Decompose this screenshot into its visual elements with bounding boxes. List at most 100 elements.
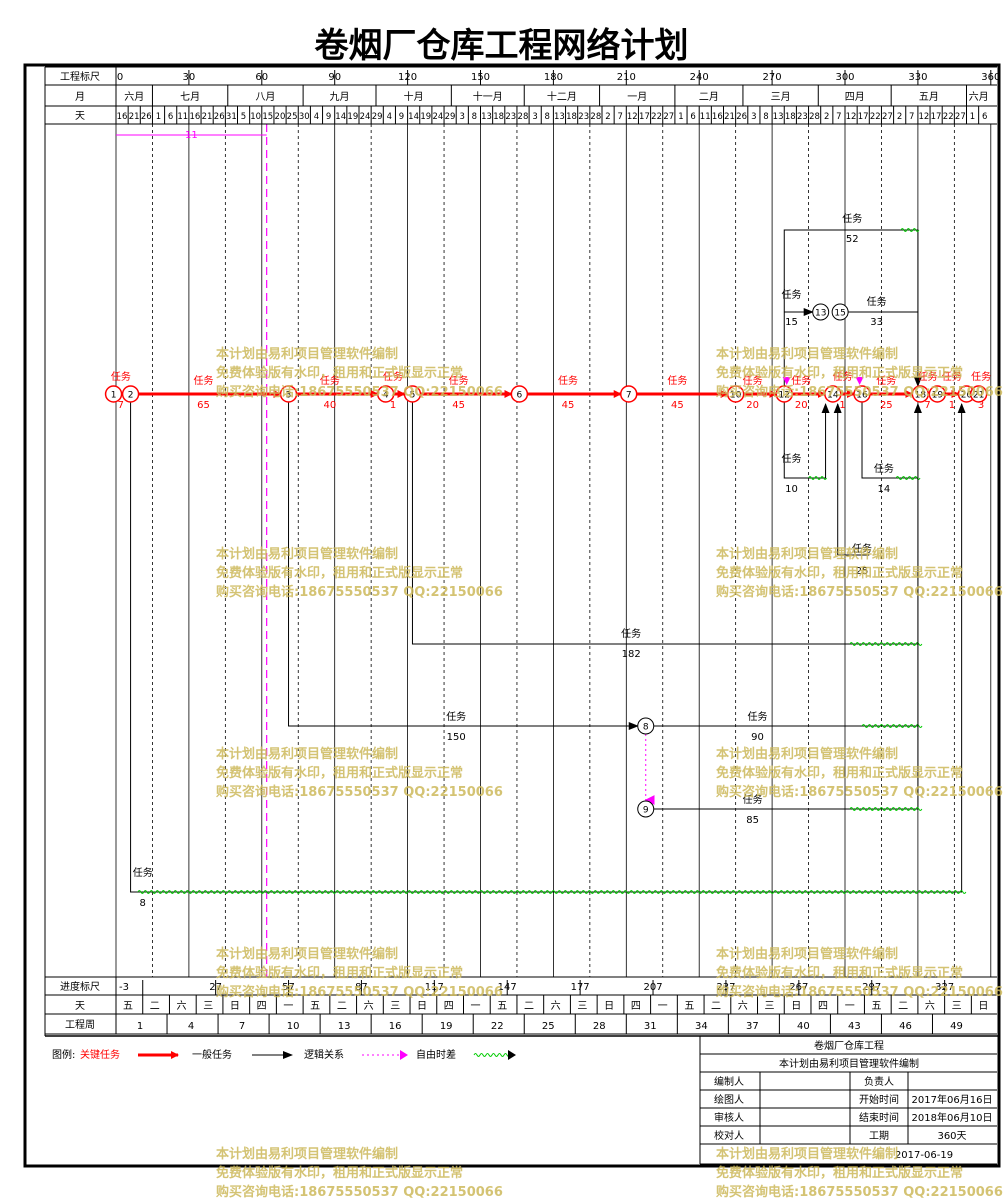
task-name: 任务: [867, 295, 887, 308]
day-number: 21: [202, 112, 213, 122]
weekday-cell: 二: [150, 1001, 160, 1012]
day-number: 21: [724, 112, 735, 122]
day-number: 22: [651, 112, 662, 122]
day-number: 23: [797, 112, 808, 122]
info-field-label: 结束时间: [859, 1111, 899, 1124]
node-label: 13: [815, 309, 826, 319]
day-number: 26: [141, 112, 152, 122]
progress-tick-label: 27: [209, 982, 222, 993]
day-number: 27: [882, 112, 893, 122]
day-number: 7: [836, 112, 841, 122]
month-label-cell: 五月: [919, 91, 939, 103]
node-label: 21: [973, 391, 984, 401]
node-10: [726, 385, 745, 403]
day-number: 28: [518, 112, 529, 122]
day-number: 20: [275, 112, 286, 122]
task-8-arrow: [130, 402, 966, 893]
day-number: 1: [970, 112, 975, 122]
float-wave: [861, 724, 923, 728]
node-14: [824, 385, 842, 403]
progress-tick-label: 177: [571, 982, 590, 993]
day-number: 12: [627, 112, 638, 122]
info-field-label: 开始时间: [859, 1093, 899, 1106]
month-label-cell: 六月: [969, 91, 989, 103]
info-date: 2017-06-19: [895, 1150, 953, 1161]
weekday-cell: 二: [337, 1001, 347, 1012]
task-name: 任务: [874, 462, 894, 475]
day-number: 22: [870, 112, 881, 122]
day-number: 26: [214, 112, 225, 122]
week-cell: 49: [950, 1021, 963, 1032]
task-duration: 10: [785, 484, 798, 495]
week-cell: 34: [695, 1021, 708, 1032]
day-number: 24: [432, 112, 443, 122]
day-number: 11: [177, 112, 188, 122]
task-duration: 52: [846, 234, 859, 245]
critical-task-name: 任务: [193, 374, 213, 387]
day-number: 9: [399, 112, 404, 122]
day-number: 4: [314, 112, 319, 122]
day-number: 13: [773, 112, 784, 122]
month-label-cell: 十月: [404, 90, 424, 103]
float-wave: [849, 642, 923, 646]
weekday-cell: 日: [978, 1001, 988, 1012]
progress-tick-label: 147: [498, 982, 517, 993]
day-number: 27: [955, 112, 966, 122]
critical-task-name: 任务: [918, 370, 938, 383]
task-duration: 14: [878, 484, 891, 495]
month-label-cell: 二月: [699, 91, 719, 103]
node-12: [775, 385, 793, 403]
node-19: [928, 385, 947, 403]
task-name: 任务: [782, 452, 802, 465]
day-number: 6: [690, 112, 695, 122]
day-number: 14: [335, 112, 346, 122]
scale-tick-label: 30: [183, 72, 196, 83]
critical-task-name: 任务: [876, 374, 896, 387]
progress-label: 进度标尺: [60, 980, 100, 993]
weekday-cell: 四: [818, 1001, 828, 1012]
scale-tick-label: 360: [981, 72, 1000, 83]
weekday-cell: 五: [871, 1001, 881, 1012]
day-number: 29: [372, 112, 383, 122]
scale-label: 工程标尺: [60, 71, 100, 83]
critical-task-duration: 3: [978, 400, 984, 411]
node-label: 20: [961, 391, 973, 401]
day-number: 2: [824, 112, 829, 122]
day-number: 14: [408, 112, 419, 122]
progress-tick-label: 117: [425, 982, 444, 993]
node-label: 3: [286, 391, 292, 401]
day-number: 12: [918, 112, 929, 122]
progress-tick-label: 267: [789, 982, 808, 993]
week-cell: 22: [491, 1021, 504, 1032]
month-label-cell: 八月: [255, 91, 275, 103]
week-cell: 37: [746, 1021, 759, 1032]
critical-task-name: 任务: [558, 374, 578, 387]
scale-tick-label: 90: [328, 72, 341, 83]
legend-label: 图例:: [52, 1048, 75, 1061]
day-number: 18: [566, 112, 577, 122]
task-duration: 8: [140, 898, 146, 909]
task-name: 任务: [133, 866, 153, 879]
day-label: 天: [75, 111, 85, 122]
node-label: 10: [730, 391, 742, 401]
critical-task-name: 任务: [383, 370, 403, 383]
week-cell: 1: [137, 1021, 143, 1032]
node-label: 14: [827, 391, 839, 401]
node-label: 5: [410, 391, 416, 401]
critical-task-name: 任务: [833, 370, 853, 383]
info-field-value: 2017年06月16日: [912, 1093, 993, 1106]
day-number: 4: [387, 112, 392, 122]
day-number: 18: [785, 112, 796, 122]
task-duration: 25: [856, 566, 869, 577]
week-label: 工程周: [65, 1019, 95, 1031]
task-182-line: [411, 402, 918, 645]
day-number: 16: [117, 112, 128, 122]
day-number: 27: [663, 112, 674, 122]
float-wave: [900, 228, 920, 232]
node-9: [637, 800, 655, 818]
task-52-arrow: [783, 229, 922, 387]
float-wave: [473, 1053, 511, 1057]
node-3: [279, 385, 298, 403]
info-note: 本计划由易利项目管理软件编制: [779, 1057, 919, 1070]
marker-label: 11: [185, 130, 198, 141]
